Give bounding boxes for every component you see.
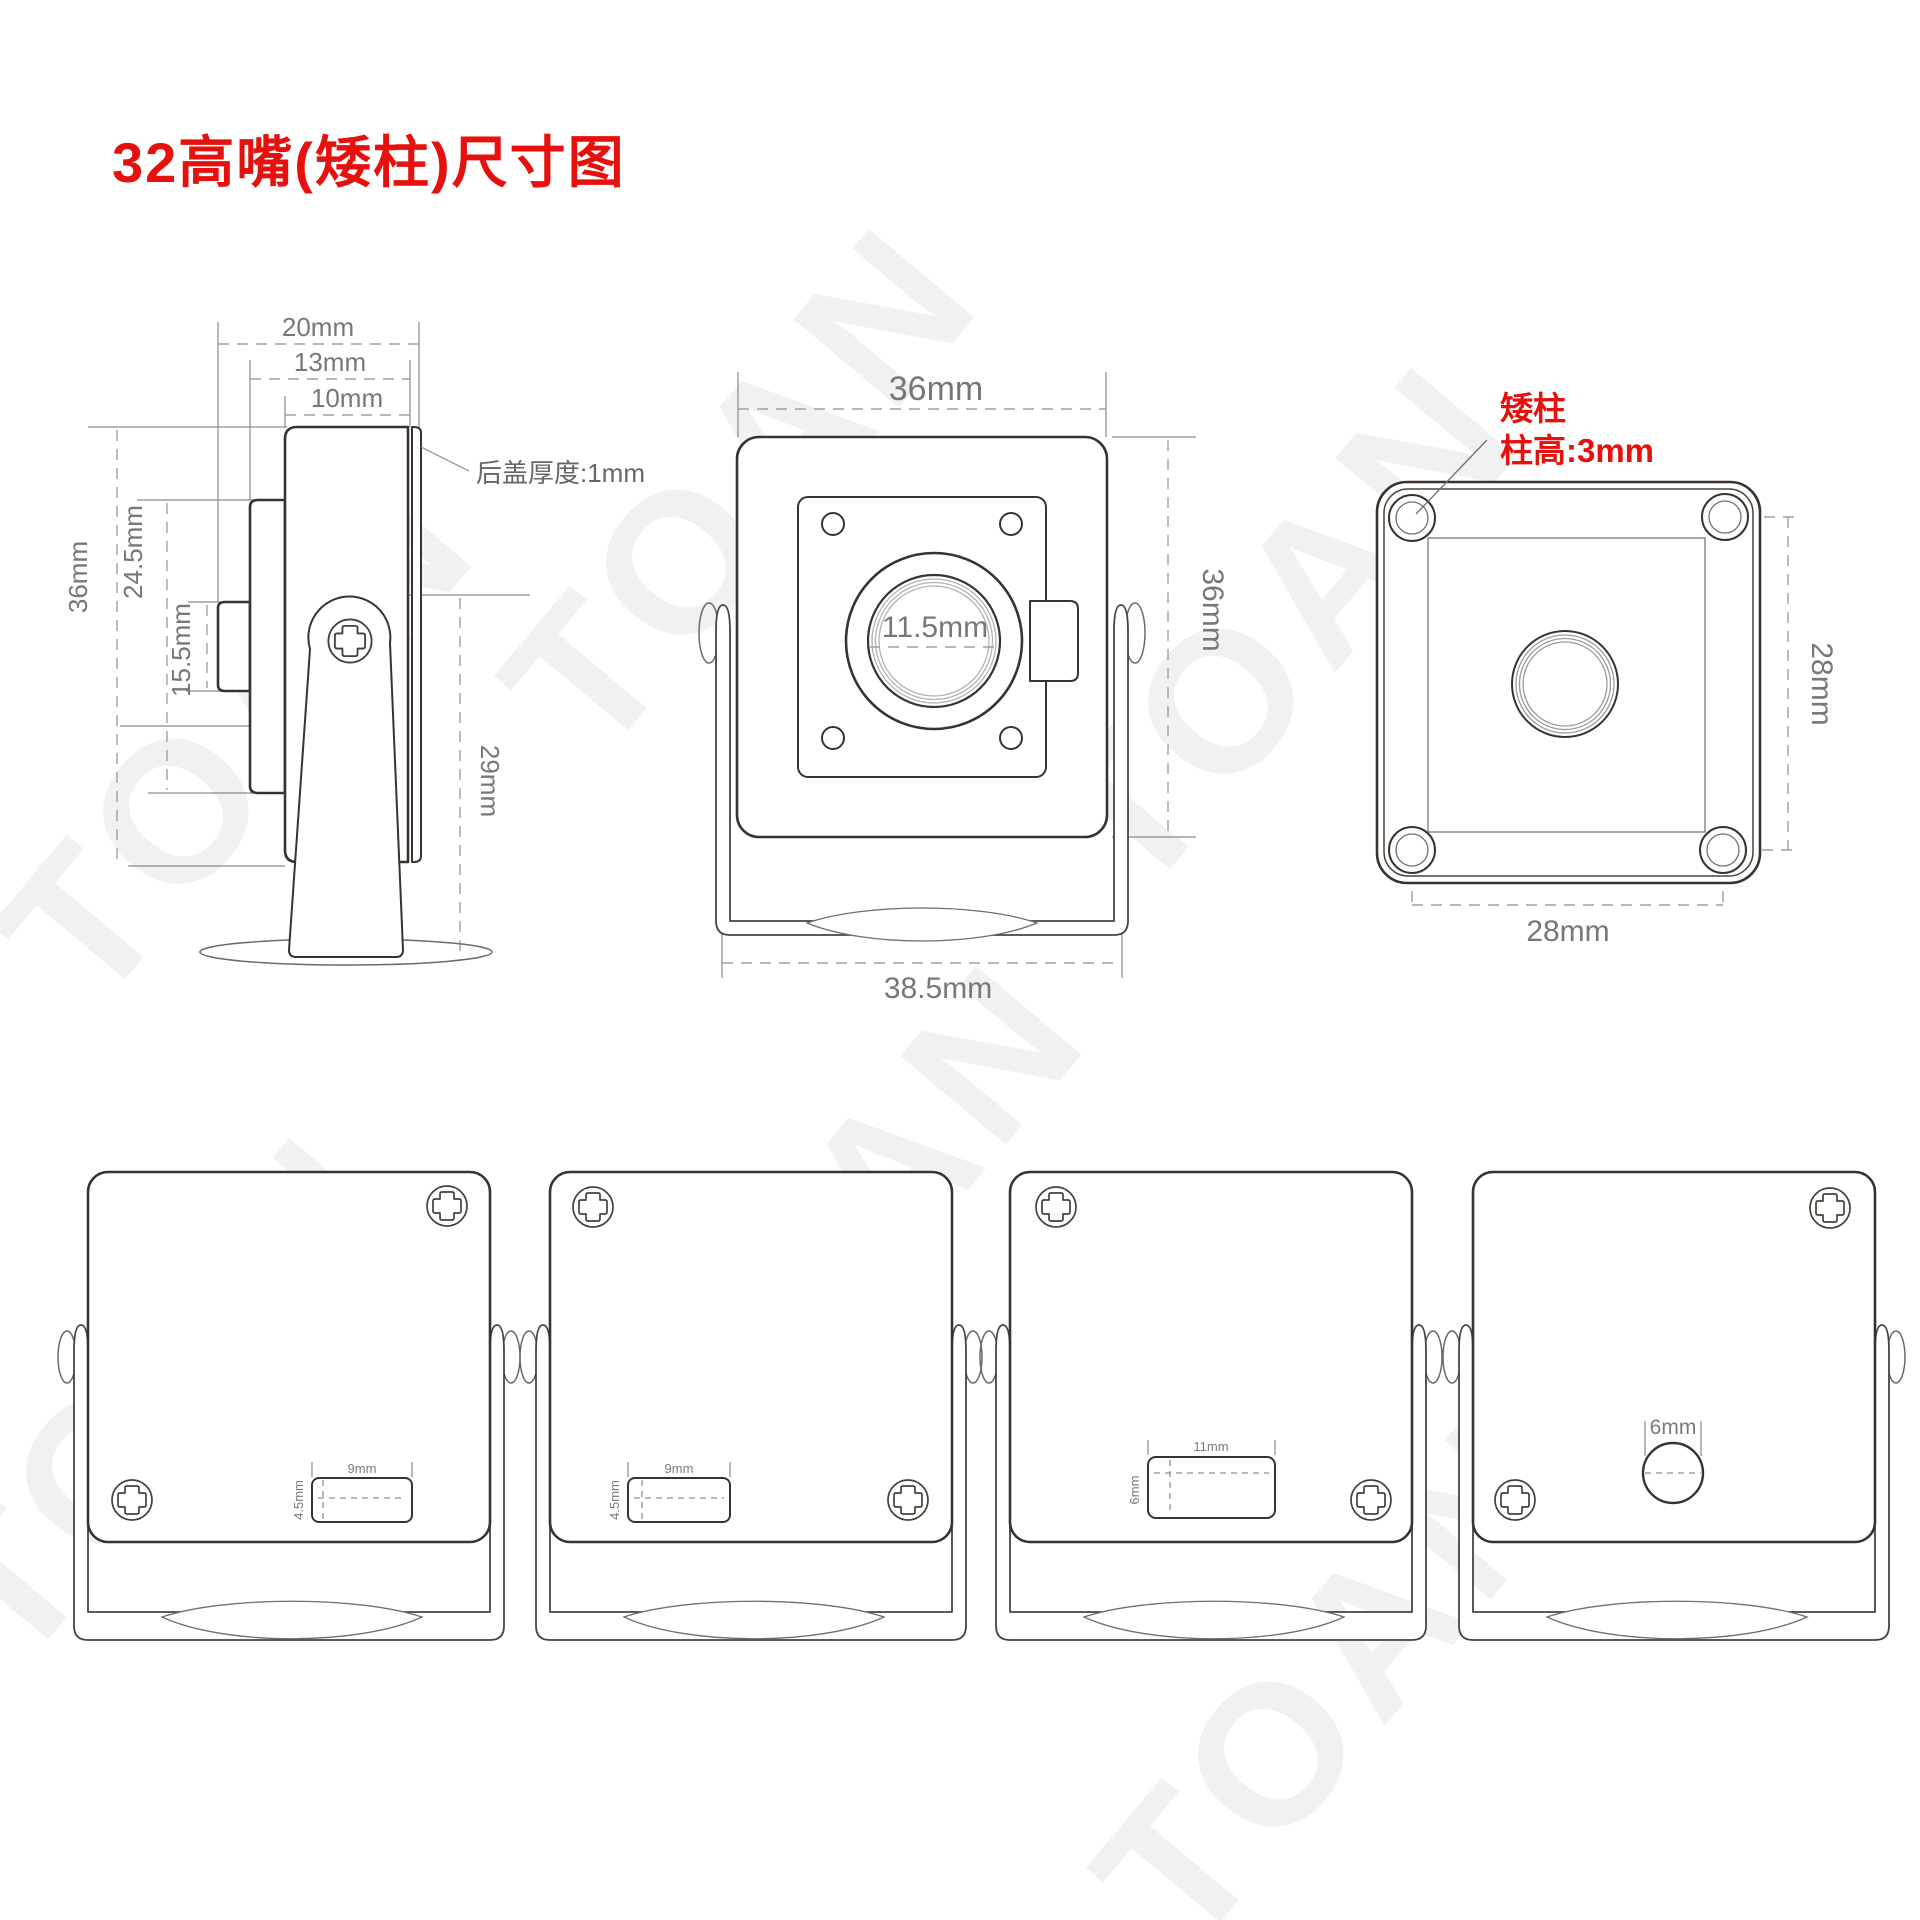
- bracket-grip: [1545, 1600, 1809, 1640]
- back-cover-plate: [411, 426, 422, 863]
- u-bracket: [995, 1324, 1427, 1641]
- dim-label-depth-mid: 13mm: [294, 347, 366, 377]
- phillips-screw-icon: [1035, 1186, 1077, 1228]
- extension-lines: [88, 322, 530, 867]
- hole-dim-ticks: [1644, 1421, 1702, 1456]
- pillar-leader-line: [1415, 439, 1488, 515]
- slot-height-label: 4.5mm: [291, 1480, 306, 1520]
- phillips-screw-icon: [426, 1185, 468, 1227]
- camera-back-body: [548, 1170, 954, 1544]
- bracket-grip: [805, 907, 1039, 942]
- lens-thread-ring: [1515, 634, 1615, 734]
- slot-dashes: [318, 1480, 406, 1520]
- slot-height-label: 4.5mm: [607, 1480, 622, 1520]
- front-view: 36mm 36mm 38.5mm 11.5mm: [698, 370, 1229, 1005]
- variant-view-4: 6mm: [1442, 1170, 1906, 1641]
- dim-label-bracket-29: 29mm: [475, 745, 505, 817]
- lens-thread-ring: [1518, 637, 1612, 731]
- pillar-bottom-right: [1699, 826, 1747, 874]
- dim-label-height-36: 36mm: [1196, 568, 1229, 651]
- u-bracket: [73, 1324, 505, 1641]
- pillar-bottom-left: [1388, 826, 1436, 874]
- bracket-grip: [622, 1600, 886, 1640]
- pillar-top-right: [1701, 493, 1749, 541]
- dim-label-bracket-385: 38.5mm: [884, 972, 992, 1005]
- leader-line: [420, 446, 470, 472]
- slot-dashes: [1154, 1460, 1269, 1515]
- bracket-arm: [288, 595, 404, 958]
- phillips-screw-icon: [572, 1186, 614, 1228]
- slot-dim-ticks: [311, 1462, 413, 1477]
- dim-label-width-36: 36mm: [889, 370, 983, 408]
- dim-label-depth-total: 20mm: [282, 312, 354, 342]
- hole-diameter-label: 6mm: [1650, 1416, 1697, 1439]
- pcb-outline: [1427, 537, 1706, 833]
- slot-width-label: 9mm: [665, 1461, 694, 1476]
- lens-lock-tab: [1029, 600, 1079, 682]
- phillips-screw-icon: [327, 618, 373, 664]
- lens-aperture: [866, 573, 1002, 709]
- phillips-screw-icon: [1494, 1479, 1536, 1521]
- phillips-screw-icon: [1809, 1187, 1851, 1229]
- slot-width-label: 11mm: [1193, 1439, 1228, 1454]
- slot-dashes: [634, 1480, 724, 1520]
- back-view: 矮柱 柱高:3mm 28mm 28mm: [1375, 390, 1838, 948]
- u-bracket: [535, 1324, 967, 1641]
- variant-view-2: 9mm 4.5mm: [519, 1170, 983, 1641]
- lens-thread-ring: [1522, 641, 1608, 727]
- screw-hole: [821, 726, 845, 750]
- dim-label-lens-115: 11.5mm: [882, 611, 988, 644]
- lens-step-front: [216, 600, 252, 693]
- camera-back-body: [86, 1170, 492, 1544]
- slot-dim-ticks: [627, 1462, 731, 1477]
- cable-slot: [627, 1477, 731, 1523]
- camera-back-body: [1471, 1170, 1877, 1544]
- screw-hole: [999, 726, 1023, 750]
- screw-hole: [999, 512, 1023, 536]
- screw-hole: [821, 512, 845, 536]
- phillips-screw-icon: [1350, 1479, 1392, 1521]
- backplate-inner-edge: [1383, 488, 1754, 877]
- u-bracket: [715, 604, 1129, 936]
- lens-thread-ring: [878, 585, 990, 697]
- bracket-grip: [1082, 1600, 1346, 1640]
- lens-thread-ring: [874, 581, 994, 701]
- camera-back-body: [1008, 1170, 1414, 1544]
- dim-label-height-36: 36mm: [63, 541, 93, 613]
- page-title: 32高嘴(矮柱)尺寸图: [112, 131, 626, 194]
- pillar-label-line2: 柱高:3mm: [1500, 432, 1654, 469]
- lens-thread-ring: [871, 578, 997, 704]
- lens-mount-hole: [1511, 630, 1619, 738]
- dim-label-step-245: 24.5mm: [118, 505, 148, 599]
- slot-dim-ticks: [1147, 1440, 1276, 1455]
- side-view: 20mm 13mm 10mm 36mm 24.5mm 15.5mm 29mm 后…: [63, 312, 645, 966]
- dim-label-depth-body: 10mm: [311, 383, 383, 413]
- dimension-dashes: [116, 343, 461, 960]
- variant-view-3: 11mm 6mm: [979, 1170, 1443, 1641]
- slot-width-label: 9mm: [348, 1461, 377, 1476]
- cable-slot: [311, 1477, 413, 1523]
- slot-height-label: 6mm: [1127, 1476, 1142, 1505]
- lens-step-mid: [248, 498, 287, 795]
- back-cover-note: 后盖厚度:1mm: [476, 458, 645, 488]
- dim-label-step-155: 15.5mm: [166, 603, 196, 697]
- phillips-screw-icon: [111, 1479, 153, 1521]
- dim-label-pitch-right: 28mm: [1805, 642, 1838, 725]
- variant-view-1: 9mm 4.5mm: [57, 1170, 521, 1641]
- u-bracket: [1458, 1324, 1890, 1641]
- phillips-screw-icon: [887, 1479, 929, 1521]
- dim-label-pitch-bottom: 28mm: [1526, 915, 1609, 948]
- bracket-grip: [160, 1600, 424, 1640]
- cable-slot: [1147, 1456, 1276, 1519]
- extension-lines: [721, 372, 1196, 978]
- dimension-dashes: [722, 408, 1169, 964]
- pillar-label-line1: 矮柱: [1500, 390, 1566, 427]
